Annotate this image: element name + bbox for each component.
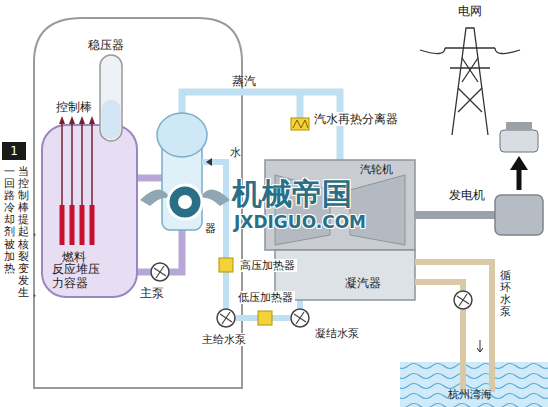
lp-heater: [258, 311, 272, 325]
reheater-symbol: [291, 118, 309, 130]
sea-waves: [400, 362, 548, 407]
part-label: 器: [205, 222, 216, 235]
part-label: 主泵: [140, 286, 164, 300]
part-label: 凝汽器: [345, 276, 381, 290]
sea: [400, 362, 548, 407]
steam-generator: [157, 113, 207, 230]
flow-arrow: [206, 158, 212, 166]
part-label: 杭州湾海: [448, 388, 492, 401]
part-label: 凝结水泵: [313, 327, 361, 340]
generator: [495, 195, 543, 235]
watermark-logo: [140, 185, 230, 219]
part-label: 发电机: [447, 188, 487, 202]
power-arrow: [517, 168, 522, 190]
cooling-pipes: [415, 262, 492, 392]
part-label: 控制棒: [56, 100, 92, 114]
flow-arrow: [477, 340, 483, 352]
pumps: [151, 263, 472, 327]
pressurizer-water: [102, 100, 121, 139]
control-rods: [59, 116, 95, 245]
note-text: 一回路冷却剂被加热: [4, 166, 15, 275]
part-label: 水: [230, 146, 241, 159]
condenser: [275, 250, 415, 300]
watermark: 机械帝国: [232, 176, 352, 212]
part-label: 汽轮机: [360, 163, 393, 176]
callout-number: 1: [2, 144, 26, 158]
pressurizer: [100, 55, 122, 141]
part-label: 蒸汽: [232, 74, 256, 88]
note-text: 当控制棒提起，核裂变发生，: [18, 166, 29, 299]
part-label: 稳压器: [88, 38, 124, 52]
transmission-tower: [420, 28, 520, 135]
watermark: JXDIGUO.COM: [234, 212, 366, 232]
part-label: 低压加热器: [236, 291, 295, 304]
part-label: 高压加热器: [238, 259, 297, 272]
power-arrow-head: [510, 156, 528, 170]
callout-box: 1: [2, 142, 26, 160]
part-label: 汽水再热分离器: [312, 112, 400, 126]
pump-impellers: [154, 266, 469, 324]
part-label: 循环水泵: [500, 270, 511, 318]
grid-equipment: [500, 122, 538, 152]
hp-heater: [219, 258, 233, 272]
part-label: 反应堆压力容器: [52, 262, 104, 291]
part-label: 主给水泵: [200, 333, 248, 346]
grid-label: 电网: [458, 4, 482, 18]
reactor-vessel: [42, 125, 137, 297]
shaft: [415, 211, 497, 219]
